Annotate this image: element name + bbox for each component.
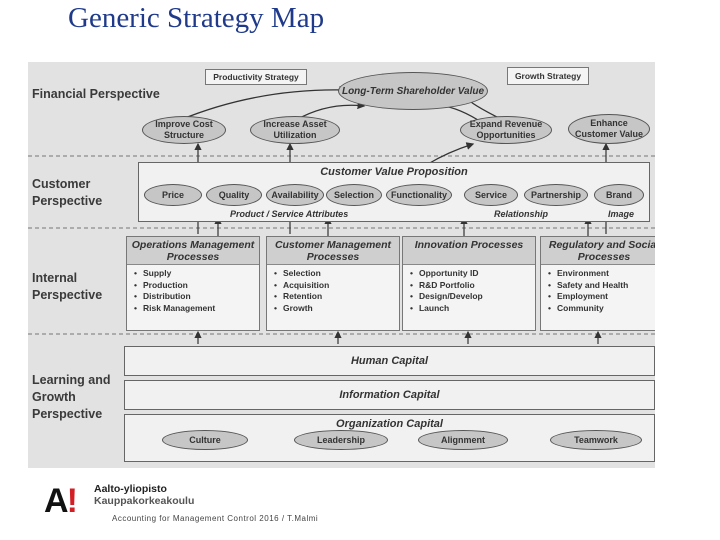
financial-perspective-label: Financial Perspective	[32, 87, 160, 101]
process-item: R&D Portfolio	[410, 280, 535, 292]
attr-service: Service	[464, 184, 518, 206]
improve-cost-structure: Improve Cost Structure	[142, 116, 226, 144]
learning-perspective-label: Learning and Growth Perspective	[32, 373, 111, 421]
process-item: Supply	[134, 268, 259, 280]
customer-management-processes: Customer Management Processes Selection …	[266, 236, 400, 331]
process-item: Safety and Health	[548, 280, 655, 292]
process-item: Growth	[274, 303, 399, 315]
arrow-productivity	[179, 85, 348, 121]
process-title: Customer Management Processes	[267, 237, 399, 265]
org-culture: Culture	[162, 430, 248, 450]
process-item: Launch	[410, 303, 535, 315]
logo-bang: !	[66, 482, 78, 520]
long-term-shareholder-value: Long-Term Shareholder Value	[338, 72, 488, 110]
process-item: Community	[548, 303, 655, 315]
process-item: Design/Develop	[410, 291, 535, 303]
school-name: Kauppakorkeakoulu	[94, 495, 195, 507]
product-service-attributes-label: Product / Service Attributes	[230, 209, 349, 219]
organization-capital-label: Organization Capital	[336, 418, 443, 430]
university-name: Aalto-yliopisto	[94, 483, 167, 495]
attr-partnership: Partnership	[524, 184, 588, 206]
process-item: Employment	[548, 291, 655, 303]
process-item: Distribution	[134, 291, 259, 303]
enhance-customer-value: Enhance Customer Value	[568, 114, 650, 144]
attr-price: Price	[144, 184, 202, 206]
process-item: Environment	[548, 268, 655, 280]
customer-perspective-label: Customer Perspective	[32, 177, 103, 208]
regulatory-and-social-processes: Regulatory and Social Processes Environm…	[540, 236, 655, 331]
cvp-title: Customer Value Proposition	[320, 166, 468, 178]
arrow-customer-to-financial	[427, 142, 475, 165]
attr-functionality: Functionality	[386, 184, 452, 206]
image-label: Image	[608, 209, 635, 219]
human-capital-band: Human Capital	[124, 346, 655, 376]
footer-text: Accounting for Management Control 2016 /…	[112, 514, 319, 523]
process-title: Innovation Processes	[403, 237, 535, 265]
operations-management-processes: Operations Management Processes Supply P…	[126, 236, 260, 331]
attr-selection: Selection	[326, 184, 382, 206]
process-title: Operations Management Processes	[127, 237, 259, 265]
relationship-label: Relationship	[494, 209, 549, 219]
process-item: Selection	[274, 268, 399, 280]
innovation-processes: Innovation Processes Opportunity ID R&D …	[402, 236, 536, 331]
aalto-logo: A!	[44, 482, 78, 521]
attr-availability: Availability	[266, 184, 324, 206]
increase-asset-utilization: Increase Asset Utilization	[250, 116, 340, 144]
process-title: Regulatory and Social Processes	[541, 237, 655, 265]
org-leadership: Leadership	[294, 430, 388, 450]
information-capital-band: Information Capital	[124, 380, 655, 410]
org-teamwork: Teamwork	[550, 430, 642, 450]
slide-title: Generic Strategy Map	[68, 2, 325, 34]
process-item: Acquisition	[274, 280, 399, 292]
logo-letter: A	[44, 482, 69, 520]
process-item: Production	[134, 280, 259, 292]
strategy-map-diagram: Financial Perspective Customer Perspecti…	[28, 62, 655, 468]
org-alignment: Alignment	[418, 430, 508, 450]
attr-quality: Quality	[206, 184, 262, 206]
information-capital-label: Information Capital	[339, 389, 440, 401]
process-item: Risk Management	[134, 303, 259, 315]
productivity-strategy-box: Productivity Strategy	[205, 69, 307, 85]
expand-revenue-opportunities: Expand Revenue Opportunities	[460, 116, 552, 144]
process-item: Opportunity ID	[410, 268, 535, 280]
internal-perspective-label: Internal Perspective	[32, 271, 103, 302]
process-item: Retention	[274, 291, 399, 303]
human-capital-label: Human Capital	[350, 355, 428, 367]
attr-brand: Brand	[594, 184, 644, 206]
growth-strategy-box: Growth Strategy	[507, 67, 589, 85]
